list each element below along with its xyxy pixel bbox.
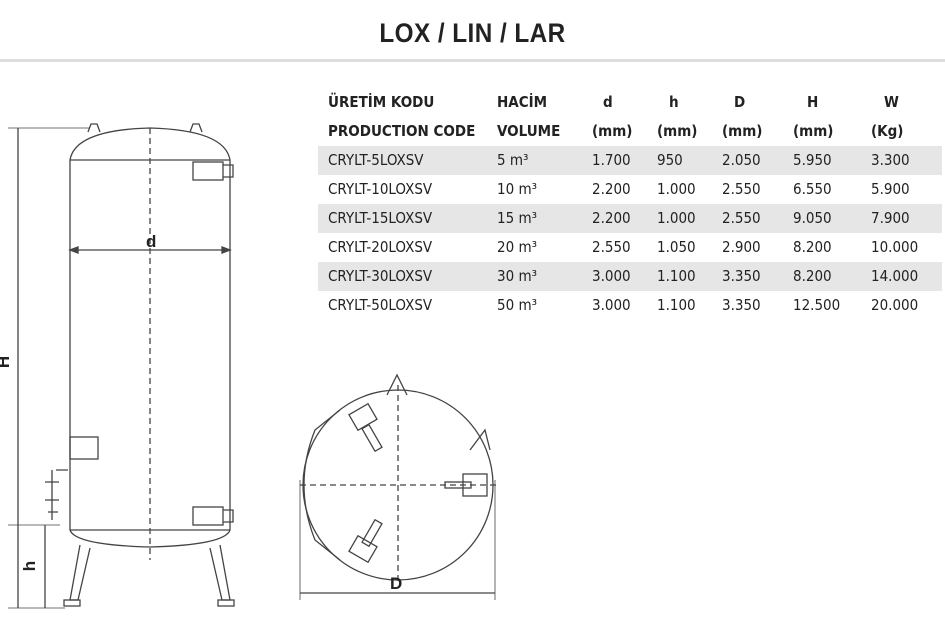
dimension-label-h: h	[20, 560, 40, 572]
table-cell: 1.000	[657, 209, 696, 227]
table-cell: 2.550	[722, 209, 761, 227]
table-cell: 1.000	[657, 180, 696, 198]
table-cell: CRYLT-20LOXSV	[328, 238, 433, 256]
table-cell: CRYLT-30LOXSV	[328, 267, 433, 285]
header-cell: VOLUME	[497, 122, 561, 140]
table-row: CRYLT-15LOXSV 15 m³ 2.200 1.000 2.550 9.050 7.…	[318, 204, 942, 233]
table-cell: 5 m³	[497, 151, 529, 169]
top-view-drawing	[299, 373, 500, 600]
table-cell: CRYLT-10LOXSV	[328, 180, 433, 198]
table-cell: 9.050	[793, 209, 832, 227]
table-cell: 2.050	[722, 151, 761, 169]
table-cell: 6.550	[793, 180, 832, 198]
table-row: CRYLT-5LOXSV 5 m³ 1.700 950 2.050 5.950 3.300	[318, 146, 942, 175]
table-cell: 3.000	[592, 267, 631, 285]
page-title: LOX / LIN / LAR	[379, 18, 566, 48]
header-cell: (mm)	[793, 122, 834, 140]
side-view-drawing	[8, 123, 235, 609]
table-cell: 7.900	[871, 209, 910, 227]
table-cell: 1.100	[657, 296, 696, 314]
table-cell: 10 m³	[497, 180, 538, 198]
table-row: CRYLT-50LOXSV 50 m³ 3.000 1.100 3.350 12.500 2…	[318, 291, 942, 320]
table-cell: CRYLT-15LOXSV	[328, 209, 433, 227]
spec-table: ÜRETİM KODU HACİM d h D H W PRODUCTION C…	[318, 88, 942, 320]
table-cell: 20.000	[871, 296, 919, 314]
header-cell: W	[884, 93, 899, 111]
header-cell: d	[603, 93, 613, 111]
header-cell: ÜRETİM KODU	[328, 93, 435, 111]
table-row: CRYLT-10LOXSV 10 m³ 2.200 1.000 2.550 6.550 5.…	[318, 175, 942, 204]
table-cell: 2.900	[722, 238, 761, 256]
table-cell: 950	[657, 151, 683, 169]
header-cell: (mm)	[722, 122, 763, 140]
header-cell: H	[807, 93, 819, 111]
table-cell: CRYLT-5LOXSV	[328, 151, 424, 169]
table-cell: 12.500	[793, 296, 841, 314]
table-cell: 2.200	[592, 209, 631, 227]
table-cell: 10.000	[871, 238, 919, 256]
header-cell: D	[734, 93, 746, 111]
table-cell: 3.350	[722, 267, 761, 285]
header-cell: (mm)	[657, 122, 698, 140]
table-cell: 50 m³	[497, 296, 538, 314]
table-row: CRYLT-30LOXSV 30 m³ 3.000 1.100 3.350 8.200 14…	[318, 262, 942, 291]
table-cell: 15 m³	[497, 209, 538, 227]
header-cell: HACİM	[497, 93, 548, 111]
table-cell: 30 m³	[497, 267, 538, 285]
table-cell: 2.550	[722, 180, 761, 198]
header-cell: PRODUCTION CODE	[328, 122, 476, 140]
table-cell: 3.350	[722, 296, 761, 314]
dimension-label-d: d	[146, 232, 157, 251]
table-cell: 8.200	[793, 238, 832, 256]
table-cell: 3.000	[592, 296, 631, 314]
table-cell: 8.200	[793, 267, 832, 285]
header-cell: (Kg)	[871, 122, 904, 140]
table-cell: 1.050	[657, 238, 696, 256]
table-cell: 2.200	[592, 180, 631, 198]
table-cell: 14.000	[871, 267, 919, 285]
header-cell: h	[669, 93, 679, 111]
table-cell: 1.700	[592, 151, 631, 169]
table-header-tr: ÜRETİM KODU HACİM d h D H W	[318, 88, 942, 117]
table-cell: CRYLT-50LOXSV	[328, 296, 433, 314]
header-cell: (mm)	[592, 122, 633, 140]
table-row: CRYLT-20LOXSV 20 m³ 2.550 1.050 2.900 8.200 10…	[318, 233, 942, 262]
dimension-label-H: H	[0, 356, 14, 368]
table-cell: 1.100	[657, 267, 696, 285]
table-cell: 2.550	[592, 238, 631, 256]
title-divider	[0, 59, 945, 62]
table-cell: 5.900	[871, 180, 910, 198]
dimension-label-D: D	[390, 574, 403, 593]
table-cell: 3.300	[871, 151, 910, 169]
table-cell: 20 m³	[497, 238, 538, 256]
table-header-en: PRODUCTION CODE VOLUME (mm) (mm) (mm) (m…	[318, 117, 942, 146]
table-cell: 5.950	[793, 151, 832, 169]
